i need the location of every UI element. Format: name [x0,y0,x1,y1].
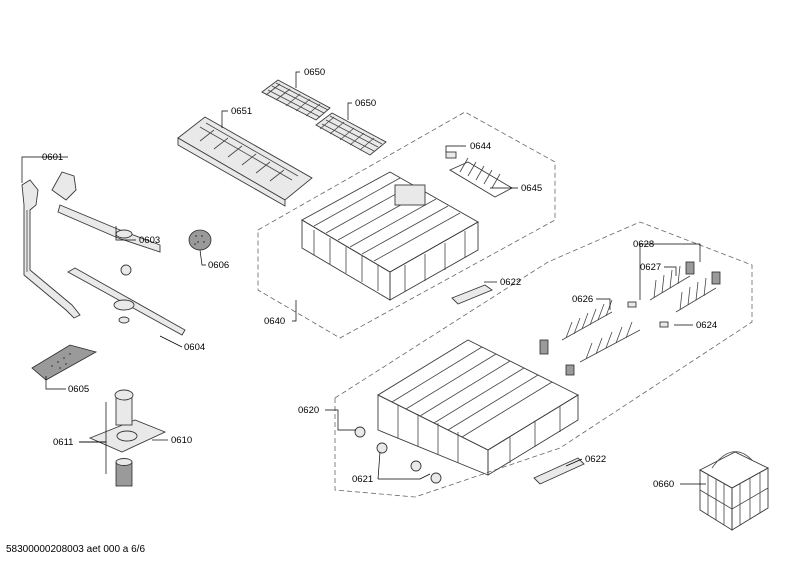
label-0605: 0605 [68,384,89,395]
label-0620: 0620 [298,405,319,416]
handle-0622-lower [533,457,585,485]
cutlery-insert-0650-b [315,112,387,156]
label-0644: 0644 [470,141,491,152]
handle-0622-upper [451,284,493,305]
label-0640: 0640 [264,316,285,327]
clip-0644 [445,151,457,159]
supply-pipe-0601 [21,179,81,319]
label-0606: 0606 [208,260,229,271]
label-0628: 0628 [633,239,654,250]
spray-cover-0605 [31,344,98,381]
cutlery-tray-0651 [177,116,313,207]
filter-disc-0606 [188,229,212,251]
label-0611: 0611 [53,437,73,448]
upper-basket-0640 [301,171,479,301]
label-0660: 0660 [653,479,674,490]
label-0603: 0603 [139,235,160,246]
fine-filter-0610 [88,419,167,453]
label-0627: 0627 [640,262,661,273]
label-0622-upper: 0622 [500,277,521,288]
label-0610: 0610 [171,435,192,446]
label-0650-a: 0650 [304,67,325,78]
label-0622-lower: 0622 [585,454,606,465]
upper-spray-arm-0603 [51,171,161,276]
label-0645: 0645 [521,183,542,194]
folding-rack-0645 [449,157,513,198]
clip-0624 [627,301,669,328]
clip-0628 [685,261,721,285]
label-0624: 0624 [696,320,717,331]
cutlery-insert-0650-a [261,79,331,121]
roller-0621 [354,426,442,484]
leader-lines [21,71,706,485]
label-0651: 0651 [231,106,252,117]
label-0601: 0601 [42,152,63,163]
tine-row-0627 [649,265,717,313]
tine-row-0626 [539,299,641,376]
cutlery-basket-0660 [699,451,769,531]
label-0604: 0604 [184,342,205,353]
lower-spray-arm-0604 [67,267,186,336]
label-0650-b: 0650 [355,98,376,109]
upper-basket-group-outline [257,111,556,339]
lower-basket-0620 [377,339,579,476]
micro-filter-0611 [114,389,134,487]
label-0626: 0626 [572,294,593,305]
document-footer: 58300000208003 aet 000 a 6/6 [6,544,146,555]
lower-basket-group-outline [334,221,753,498]
label-0621: 0621 [352,474,373,485]
